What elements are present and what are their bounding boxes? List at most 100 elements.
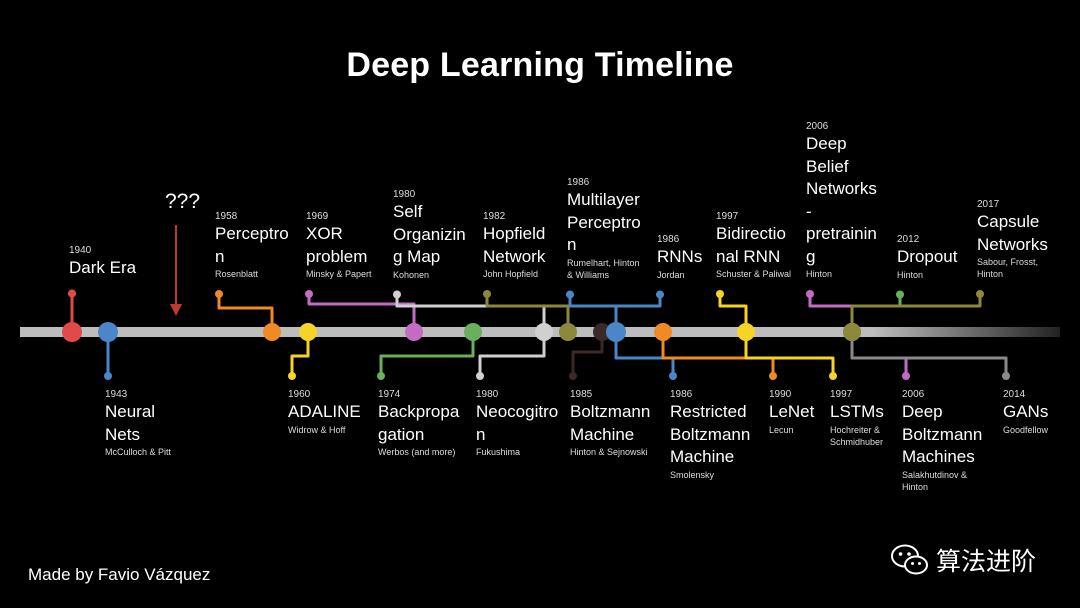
milestone-year: 1982 xyxy=(483,211,506,222)
milestone-name-line: Boltzmann xyxy=(570,402,651,421)
milestone-authors-line: Hinton xyxy=(977,269,1004,279)
milestone-name-line: Organizin xyxy=(393,224,466,244)
tip-dot-backpropagation xyxy=(377,372,385,380)
node-dot-adaline xyxy=(299,323,317,341)
milestone-name-line: nal RNN xyxy=(716,246,781,266)
milestone-authors-line: Schuster & Paliwal xyxy=(716,269,792,279)
milestone-authors-line: Goodfellow xyxy=(1003,424,1049,435)
milestone-year: 1990 xyxy=(769,389,792,400)
node-dot-boltzmann-machine xyxy=(593,323,611,341)
milestone-name-line: Networks xyxy=(977,234,1048,254)
milestone-authors-line: Widrow & Hoff xyxy=(288,424,346,435)
milestone-name-line: Backpropa xyxy=(378,402,460,421)
milestone-year: 1997 xyxy=(716,211,739,222)
tip-dot-perceptron xyxy=(215,290,223,298)
milestone-name-line: Belief xyxy=(806,156,849,176)
tip-dot-hopfield-network xyxy=(483,290,491,298)
milestone-name-line: Networks xyxy=(806,179,877,198)
milestone-name-line: RNNs xyxy=(657,247,703,266)
question-arrow-head xyxy=(170,304,182,316)
milestone-authors-line: John Hopfield xyxy=(483,269,539,279)
milestone-authors-line: Smolensky xyxy=(670,469,715,480)
milestone-name-line: Bidirectio xyxy=(716,224,786,243)
milestone-year: 1969 xyxy=(306,211,329,222)
tip-dot-multilayer-perceptron xyxy=(566,290,574,299)
milestone-year: 1985 xyxy=(570,389,593,400)
tip-dot-neocogitron xyxy=(476,372,484,380)
milestone-authors-line: McCulloch & Pitt xyxy=(105,447,172,457)
milestone-name-line: Perceptro xyxy=(567,212,641,232)
author-credit: Made by Favio Vázquez xyxy=(28,565,211,584)
connector-backpropagation xyxy=(379,332,475,376)
milestone-year: 1940 xyxy=(69,245,92,256)
milestone-authors-line: Kohonen xyxy=(393,269,430,280)
milestone-year: 2006 xyxy=(806,121,829,132)
milestone-name-line: - xyxy=(806,201,812,221)
milestone-name-line: g Map xyxy=(393,247,441,266)
node-dot-backpropagation xyxy=(464,323,482,341)
milestone-authors-line: & Williams xyxy=(567,269,609,280)
tip-dot-adaline xyxy=(288,372,296,380)
milestone-name-line: XOR xyxy=(306,224,343,243)
watermark: 算法进阶 xyxy=(890,542,1036,578)
milestone-name-line: Self xyxy=(393,202,423,221)
wechat-icon xyxy=(891,544,928,575)
connector-deep-boltzmann-machines xyxy=(850,332,908,376)
connector-restricted-boltzmann-machine xyxy=(614,332,675,376)
watermark-text: 算法进阶 xyxy=(936,547,1037,576)
milestone-name-line: Capsule xyxy=(977,212,1040,231)
milestone-authors-line: Rosenblatt xyxy=(215,269,259,279)
tip-dot-lstms xyxy=(829,372,837,380)
milestone-name-line: Machine xyxy=(670,447,735,466)
connector-lenet xyxy=(661,332,775,376)
node-dot-self-organizing-map xyxy=(535,323,553,341)
tip-dot-self-organizing-map xyxy=(393,290,401,299)
node-dot-bidirectional-rnn xyxy=(737,323,755,341)
milestone-name-line: Nets xyxy=(105,424,140,444)
question-annotation: ??? xyxy=(165,190,201,213)
milestone-authors-line: Schmidhuber xyxy=(830,436,884,447)
milestone-name-line: Neocogitro xyxy=(476,402,559,421)
connector-perceptron xyxy=(217,294,274,332)
milestone-year: 1986 xyxy=(657,234,680,245)
milestone-name-line: Multilayer xyxy=(567,190,640,209)
connector-capsule-networks xyxy=(850,294,982,332)
milestone-authors-line: Rumelhart, Hinton xyxy=(567,257,640,268)
tip-dot-deep-boltzmann-machines xyxy=(902,372,910,380)
node-dot-perceptron xyxy=(263,323,281,341)
connector-rnns xyxy=(614,294,662,332)
node-dot-dark-era xyxy=(62,322,82,342)
tip-dot-neural-nets xyxy=(104,372,112,380)
tip-dot-lenet xyxy=(769,372,777,380)
milestone-year: 1974 xyxy=(378,389,401,400)
milestone-authors-line: Fukushima xyxy=(476,447,521,457)
milestone-name-line: Restricted xyxy=(670,402,747,421)
milestone-name-line: Boltzmann xyxy=(670,424,751,444)
milestone-authors-line: Sabour, Frosst, xyxy=(977,257,1039,267)
milestone-year: 2014 xyxy=(1003,389,1026,400)
milestone-year: 1980 xyxy=(476,389,499,400)
milestone-name-line: Machines xyxy=(902,447,975,466)
milestone-authors-line: Salakhutdinov & xyxy=(902,469,968,480)
milestone-authors-line: Hinton xyxy=(902,481,929,492)
milestone-authors-line: Hinton & Sejnowski xyxy=(570,447,648,457)
milestone-name-line: ADALINE xyxy=(288,402,361,421)
tip-dot-capsule-networks xyxy=(976,290,984,298)
milestone-name-line: Deep xyxy=(806,134,847,153)
milestone-authors-line: Minsky & Papert xyxy=(306,269,372,279)
tip-dot-restricted-boltzmann-machine xyxy=(669,372,677,380)
milestone-name-line: GANs xyxy=(1003,402,1049,421)
tip-dot-boltzmann-machine xyxy=(569,372,577,380)
